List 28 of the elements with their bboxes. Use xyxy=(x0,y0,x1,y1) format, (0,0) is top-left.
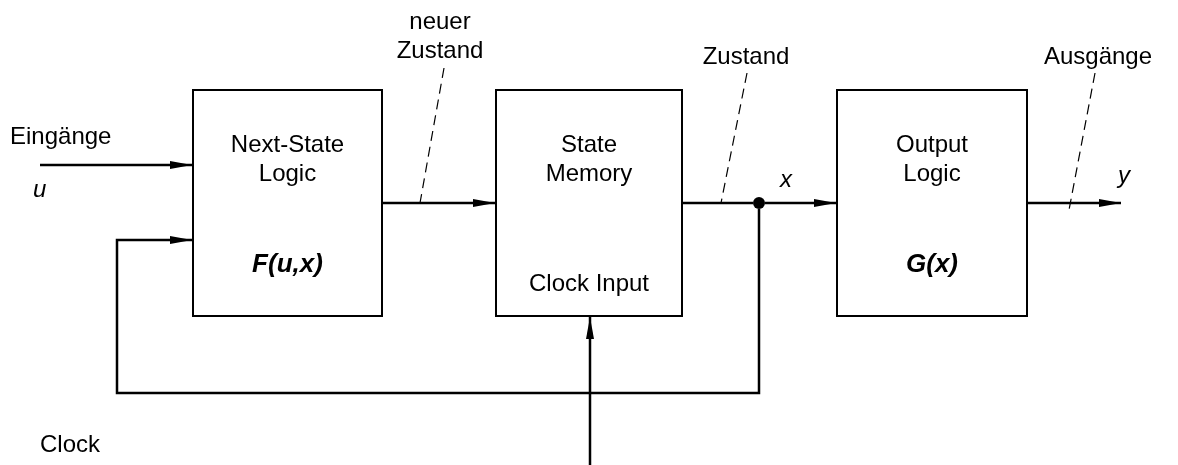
block-label: Output Logic xyxy=(895,130,968,186)
leader-line xyxy=(1068,72,1096,211)
logic-block xyxy=(836,89,1028,317)
arrow xyxy=(586,317,594,465)
signal-label: Eingänge xyxy=(10,121,112,150)
leader-line xyxy=(720,72,748,204)
arrow xyxy=(765,199,836,207)
arrow xyxy=(1028,199,1121,207)
block-label: Clock Input xyxy=(528,269,650,296)
signal-label: Clock xyxy=(40,429,100,458)
edge-label: y xyxy=(1118,160,1130,189)
memory-block xyxy=(495,89,683,317)
block-label: Next-State Logic xyxy=(230,130,345,186)
signal-label: neuer Zustand xyxy=(380,6,500,68)
junction-dot xyxy=(753,197,765,209)
block-label: State Memory xyxy=(545,130,633,186)
leader-line xyxy=(419,67,445,204)
arrow xyxy=(383,199,495,207)
signal-label: u xyxy=(33,174,47,203)
signal-label: Ausgänge xyxy=(1028,41,1168,73)
signal-label: Zustand xyxy=(686,41,806,73)
arrow xyxy=(40,161,192,169)
connector-line xyxy=(683,201,753,205)
edge-label: x xyxy=(780,164,792,193)
function-label: F(u,x) xyxy=(252,248,323,278)
function-label: G(x) xyxy=(906,248,958,278)
arrow xyxy=(115,209,761,395)
logic-block xyxy=(192,89,383,317)
